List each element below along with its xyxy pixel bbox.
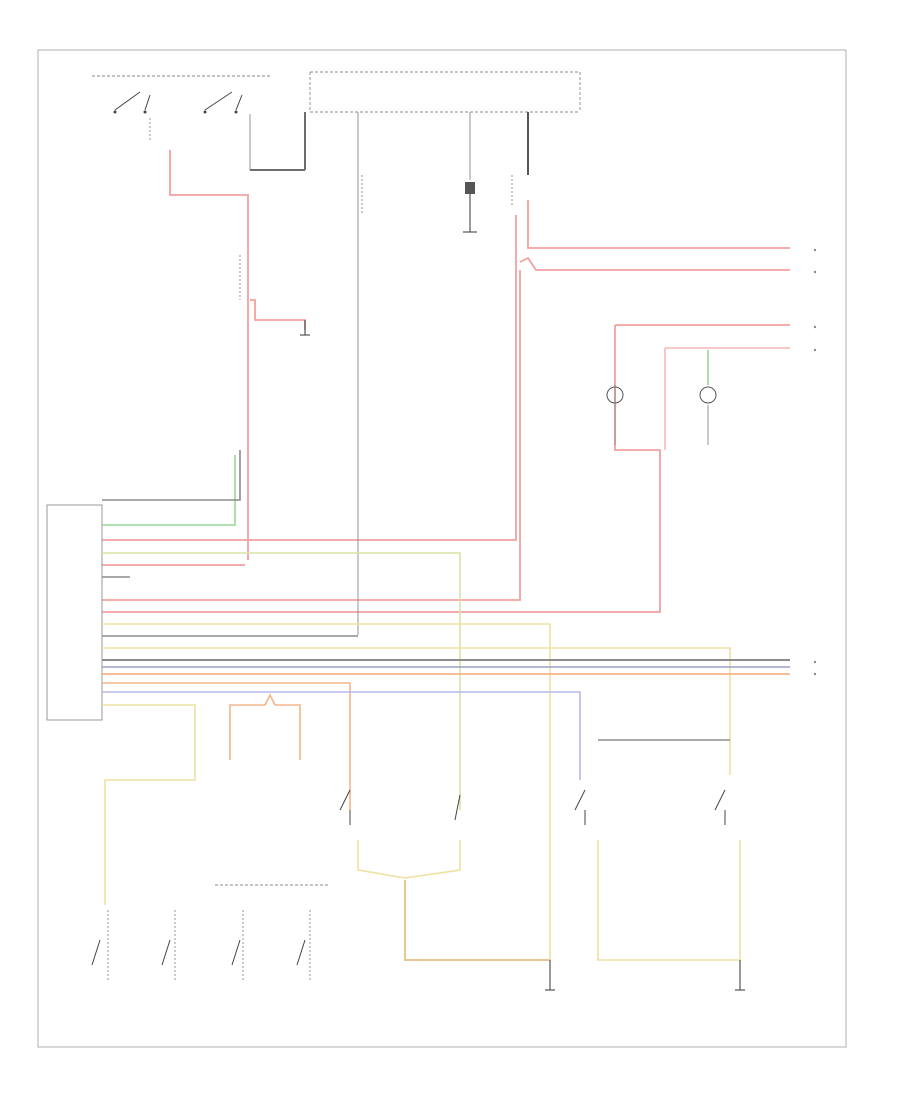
battery-symbol <box>463 182 477 233</box>
right-edge-connectors <box>813 248 817 676</box>
red-wires <box>102 150 790 613</box>
diagram-frame <box>37 49 847 1048</box>
control-module-box <box>46 504 103 721</box>
lamp-symbols <box>606 385 717 445</box>
lower-branch-wires <box>229 693 741 961</box>
ground-symbols <box>300 320 745 991</box>
lower-switch-symbols <box>91 789 726 980</box>
pink-wire <box>664 347 790 450</box>
fuse-panel-area <box>250 71 581 180</box>
module-bus-wires <box>102 450 790 960</box>
relay-symbols <box>239 170 513 635</box>
ignition-switch-area <box>92 75 272 170</box>
